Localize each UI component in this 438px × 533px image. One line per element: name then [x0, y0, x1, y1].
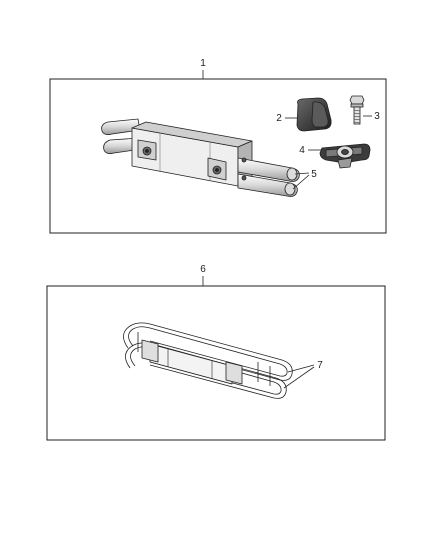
- mounting-bracket-drawing: [319, 143, 371, 169]
- kit-6-group: 6 7: [46, 264, 386, 441]
- end-cap-drawing: [296, 97, 332, 132]
- leader-part-5-a: [294, 172, 310, 175]
- tube-bumper-drawing: [123, 322, 293, 399]
- callout-part-4: 4: [299, 145, 305, 156]
- callout-part-5: 5: [311, 169, 317, 180]
- callout-part-7: 7: [317, 360, 323, 371]
- leader-part-7-a: [287, 364, 315, 373]
- bolt-drawing: [349, 95, 365, 125]
- callout-part-2: 2: [276, 113, 282, 124]
- leader-part-5-b: [292, 174, 310, 190]
- kit-1-group: 1: [49, 58, 387, 234]
- callout-kit-6: 6: [200, 264, 206, 275]
- kit-1-frame: [49, 78, 387, 234]
- callout-part-3: 3: [374, 111, 380, 122]
- kit-6-frame: [46, 285, 386, 441]
- leader-part-7-b: [283, 366, 315, 389]
- bumper-assembly-drawing: [101, 118, 300, 197]
- callout-kit-1: 1: [200, 58, 206, 69]
